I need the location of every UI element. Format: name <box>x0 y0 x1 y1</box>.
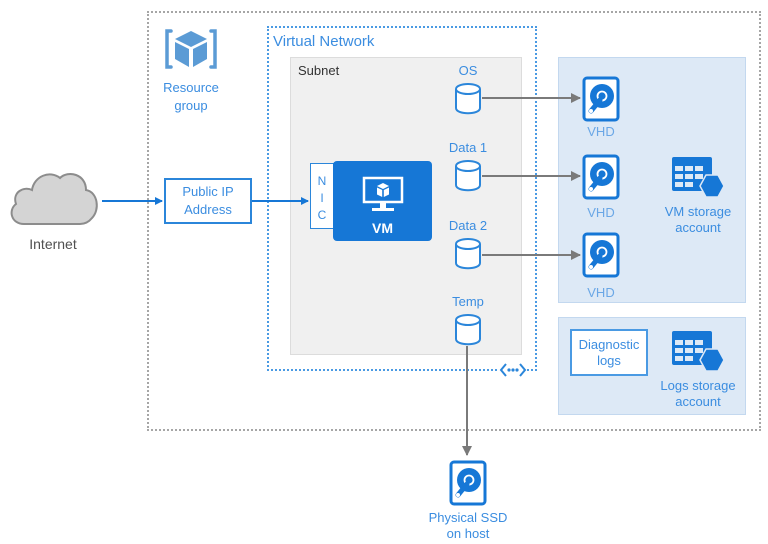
resource-group-cube-icon <box>165 29 217 69</box>
resource-group-label-line1: Resource <box>163 80 219 95</box>
os-disk-icon[interactable] <box>454 82 482 116</box>
logs-storage-label-line1: Logs storage <box>660 378 736 393</box>
vm-label: VM <box>372 220 393 236</box>
data1-disk-icon[interactable] <box>454 159 482 193</box>
vhd-label-os: VHD <box>587 124 615 139</box>
logs-storage-account-icon[interactable] <box>670 329 726 375</box>
vhd-icon-data2[interactable] <box>582 232 620 278</box>
internet-label: Internet <box>29 236 77 252</box>
disk-label-data1: Data 1 <box>448 140 488 155</box>
physical-ssd-label-line1: Physical SSD <box>428 510 508 525</box>
diagnostic-logs-label-line1: Diagnostic <box>578 337 640 352</box>
disk-label-data2: Data 2 <box>448 218 488 233</box>
vm-storage-label-line2: account <box>675 220 721 235</box>
resource-group-label-line2: group <box>174 98 208 113</box>
diagnostic-logs-box[interactable] <box>570 329 648 376</box>
public-ip-address-box[interactable] <box>164 178 252 224</box>
data2-disk-icon[interactable] <box>454 237 482 271</box>
subnet-label: Subnet <box>298 63 340 78</box>
vnet-peering-icon <box>499 362 527 378</box>
cloud-icon <box>10 173 98 225</box>
virtual-network-label: Virtual Network <box>273 33 375 50</box>
vhd-label-data1: VHD <box>587 205 615 220</box>
vhd-label-data2: VHD <box>587 285 615 300</box>
physical-ssd-label-line2: on host <box>446 526 490 541</box>
virtual-machine-monitor-icon <box>362 176 404 211</box>
vhd-icon-os[interactable] <box>582 76 620 122</box>
disk-label-temp: Temp <box>452 294 484 309</box>
vm-storage-label-line1: VM storage <box>664 204 732 219</box>
nic-letter-n: N <box>317 174 327 188</box>
virtual-network-boundary <box>267 26 537 371</box>
nic-letter-i: I <box>320 191 324 205</box>
logs-storage-label-line2: account <box>675 394 721 409</box>
vhd-icon-data1[interactable] <box>582 154 620 200</box>
resource-group-boundary <box>147 11 761 431</box>
diagnostic-logs-label-line2: logs <box>597 353 621 368</box>
vm-storage-account-icon[interactable] <box>670 155 726 201</box>
physical-ssd-icon[interactable] <box>449 460 487 506</box>
disk-label-os: OS <box>458 63 478 78</box>
nic-letter-c: C <box>317 208 327 222</box>
public-ip-label-line1: Public IP <box>182 184 234 199</box>
temp-disk-icon[interactable] <box>454 313 482 347</box>
public-ip-label-line2: Address <box>184 202 232 217</box>
